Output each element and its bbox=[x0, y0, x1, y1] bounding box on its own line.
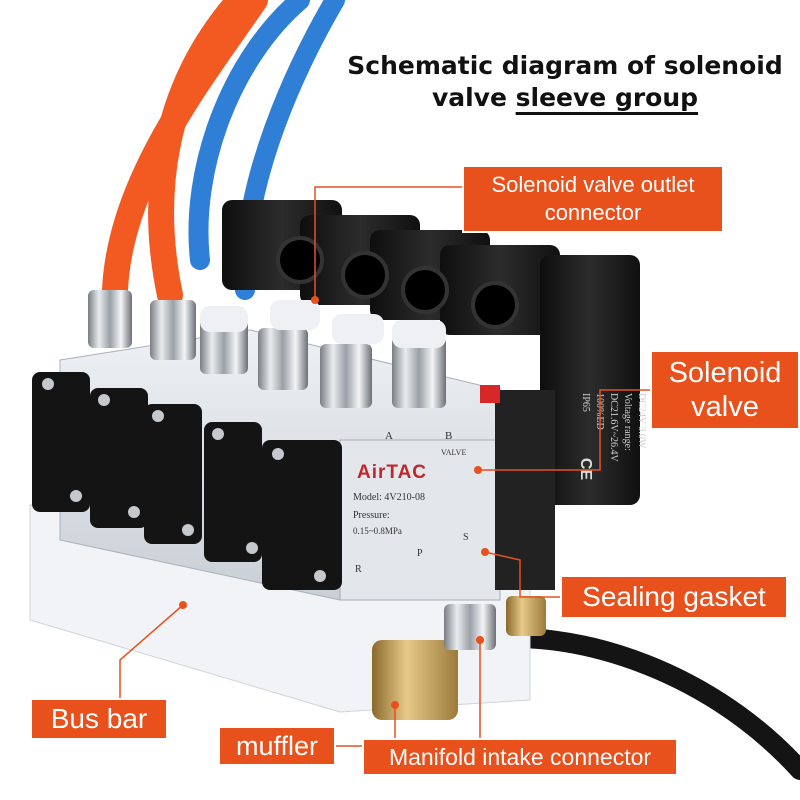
push-in-fittings bbox=[88, 290, 446, 408]
title-line-2: valve sleeve group bbox=[330, 82, 800, 114]
bus-bar-callout: Bus bar bbox=[30, 698, 168, 740]
bus-bar-label: Bus bar bbox=[50, 703, 148, 734]
diagram-title: Schematic diagram of solenoid valve slee… bbox=[330, 50, 800, 114]
title-line-2-underlined: sleeve group bbox=[515, 83, 699, 112]
pressure-label: Pressure: bbox=[353, 510, 390, 521]
brand-logo: AirTAC bbox=[357, 462, 428, 483]
title-line-2-plain: valve bbox=[431, 83, 516, 112]
outlet-connector-callout: Solenoid valve outlet connector bbox=[462, 165, 724, 233]
solenoid-valve-callout: Solenoid valve bbox=[650, 350, 800, 430]
pressure-value: 0.15~0.8MPa bbox=[353, 526, 402, 536]
coil-spec-2: Voltage range: bbox=[622, 393, 633, 451]
port-s-label: S bbox=[463, 532, 469, 543]
solenoid-valve-label-2: valve bbox=[691, 391, 759, 423]
solenoid-valve-label-1: Solenoid bbox=[668, 357, 782, 389]
muffler-label: muffler bbox=[235, 730, 319, 761]
blue-tube-1 bbox=[188, 0, 310, 270]
coil-spec-3: DC21.6V~26.4V bbox=[608, 393, 619, 462]
model-text: Model: 4V210-08 bbox=[353, 492, 425, 503]
muffler-callout: muffler bbox=[218, 726, 336, 766]
port-b-label: B bbox=[445, 430, 453, 442]
outlet-connector-label-2: connector bbox=[544, 200, 642, 225]
coil-spec-1: DC24V 3.0W bbox=[636, 393, 647, 449]
port-r-label: R bbox=[355, 564, 362, 575]
end-caps bbox=[32, 372, 342, 590]
manifold-intake-label: Manifold intake connector bbox=[388, 743, 652, 770]
port-p-label: P bbox=[417, 548, 423, 559]
ce-mark: CE bbox=[577, 457, 595, 481]
title-line-1: Schematic diagram of solenoid bbox=[347, 51, 783, 80]
coil-spec-markings: DC24V 3.0W Voltage range: DC21.6V~26.4V … bbox=[548, 393, 648, 477]
outlet-connector-label-1: Solenoid valve outlet bbox=[491, 172, 695, 197]
valve-word: VALVE bbox=[441, 448, 467, 457]
orange-tube-2 bbox=[102, 0, 268, 303]
sealing-gasket-callout: Sealing gasket bbox=[560, 575, 788, 619]
sealing-gasket-label: Sealing gasket bbox=[582, 581, 766, 612]
port-a-label: A bbox=[385, 430, 393, 442]
manifold-intake-callout: Manifold intake connector bbox=[362, 738, 678, 776]
